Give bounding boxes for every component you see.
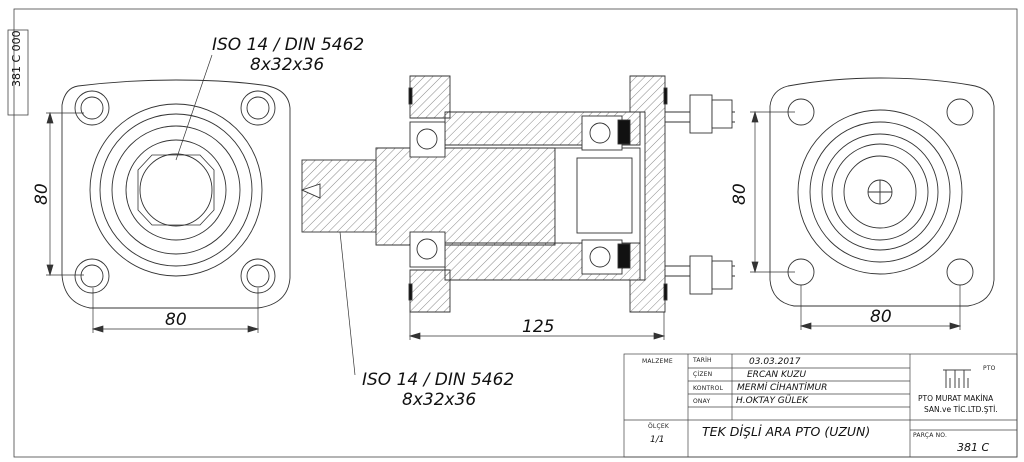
sheet-border bbox=[13, 8, 1018, 458]
dim-center-length: 125 bbox=[522, 317, 555, 337]
dim-right-height: 80 bbox=[730, 183, 750, 205]
parca-no-label: PARÇA NO. bbox=[913, 432, 948, 439]
bottom-spec-leader bbox=[339, 231, 356, 376]
spline-spec-top-line1: ISO 14 / DIN 5462 bbox=[212, 35, 365, 55]
malzeme-label: MALZEME bbox=[642, 358, 673, 365]
company-logo bbox=[943, 369, 971, 388]
spline-spec-top-line2: 8x32x36 bbox=[250, 55, 325, 75]
cizen-label: ÇİZEN bbox=[693, 371, 713, 378]
cizen-value: ERCAN KUZU bbox=[747, 370, 807, 380]
center-section-view bbox=[300, 75, 735, 313]
logo-text: PTO bbox=[983, 365, 996, 372]
side-label-box bbox=[7, 29, 29, 116]
left-dimension-lines bbox=[46, 111, 260, 333]
company-name-line1: PTO MURAT MAKİNA bbox=[918, 394, 994, 403]
dim-right-width: 80 bbox=[870, 307, 892, 327]
olcek-label: ÖLÇEK bbox=[648, 423, 669, 430]
right-flange-view bbox=[769, 77, 995, 307]
company-name-line2: SAN.ve TİC.LTD.ŞTİ. bbox=[924, 405, 998, 414]
part-name: TEK DİŞLİ ARA PTO (UZUN) bbox=[702, 424, 871, 439]
side-label: 381 C 000 bbox=[10, 30, 23, 87]
spline-spec-bottom-line1: ISO 14 / DIN 5462 bbox=[362, 370, 515, 390]
parca-no-value: 381 C bbox=[957, 441, 990, 454]
dim-left-width: 80 bbox=[165, 310, 187, 330]
olcek-value: 1/1 bbox=[650, 435, 665, 445]
tarih-value: 03.03.2017 bbox=[749, 357, 801, 367]
onay-value: H.OKTAY GÜLEK bbox=[736, 396, 808, 406]
onay-label: ONAY bbox=[693, 398, 711, 405]
tarih-label: TARİH bbox=[693, 357, 712, 364]
spline-spec-bottom-line2: 8x32x36 bbox=[402, 390, 477, 410]
right-dimension-lines bbox=[750, 110, 962, 330]
top-spec-leader bbox=[175, 54, 213, 161]
dim-left-height: 80 bbox=[32, 183, 52, 205]
kontrol-label: KONTROL bbox=[693, 385, 724, 392]
kontrol-value: MERMİ CİHANTİMUR bbox=[737, 383, 828, 393]
left-flange-view bbox=[61, 79, 291, 309]
center-dimension-lines bbox=[408, 312, 666, 340]
title-block-frame bbox=[623, 353, 1018, 458]
